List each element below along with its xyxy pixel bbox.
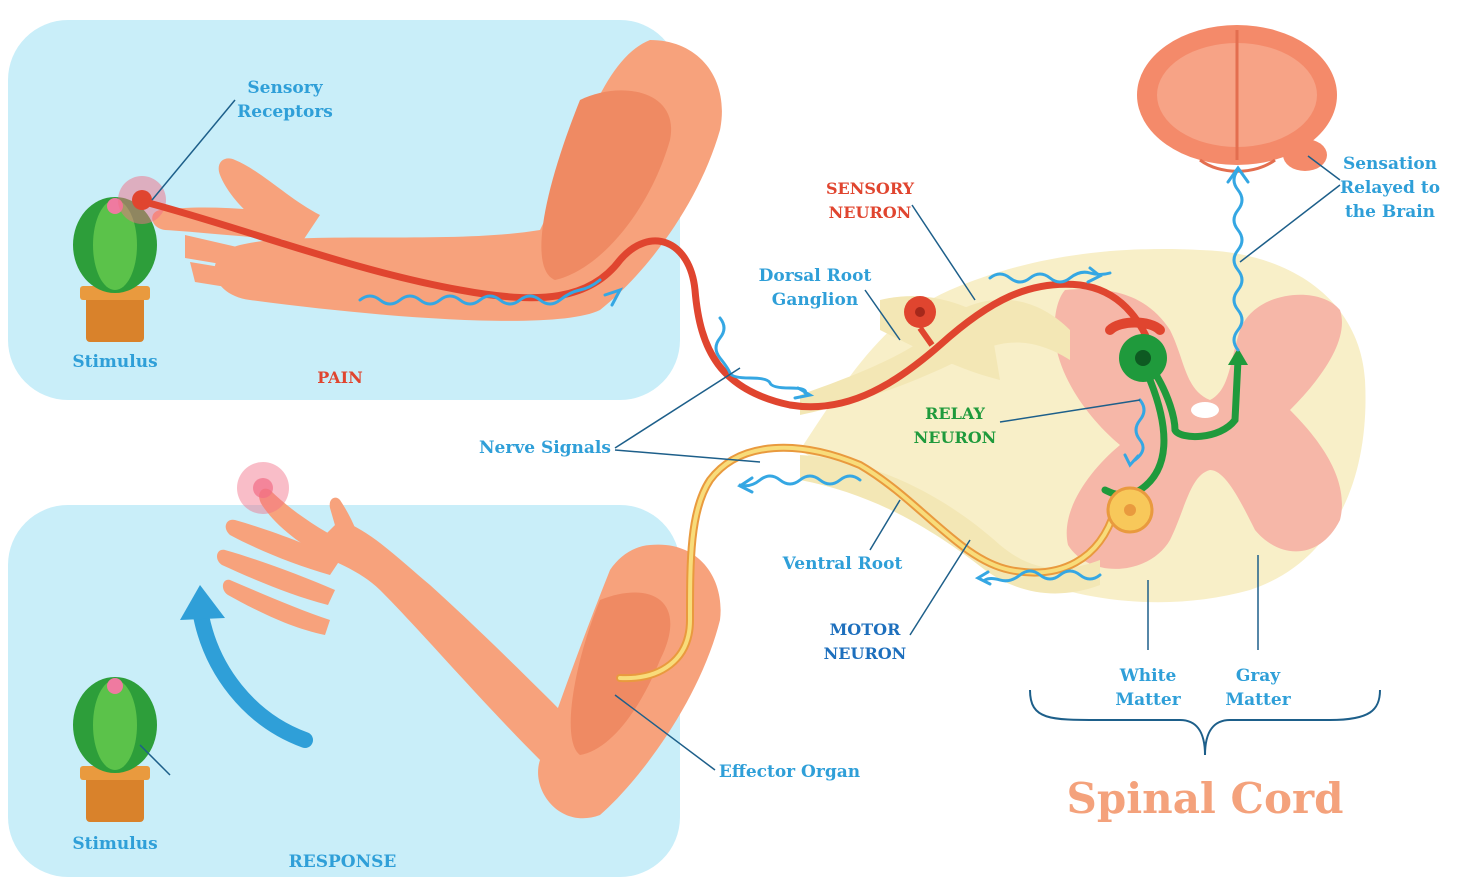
label-ventral-root: Ventral Root <box>775 552 910 576</box>
label-effector-organ: Effector Organ <box>712 760 867 784</box>
spinal-cord-brace <box>1030 690 1380 755</box>
central-canal <box>1191 402 1219 418</box>
brain-icon <box>1137 25 1337 171</box>
spinal-cord-cross-section <box>800 249 1366 602</box>
label-response: RESPONSE <box>280 850 405 874</box>
label-spinal-cord: Spinal Cord <box>1060 773 1350 825</box>
label-nerve-signals: Nerve Signals <box>475 436 615 460</box>
label-pain: PAIN <box>300 366 380 390</box>
label-stimulus-top: Stimulus <box>60 350 170 374</box>
label-stimulus-bottom: Stimulus <box>60 832 170 856</box>
